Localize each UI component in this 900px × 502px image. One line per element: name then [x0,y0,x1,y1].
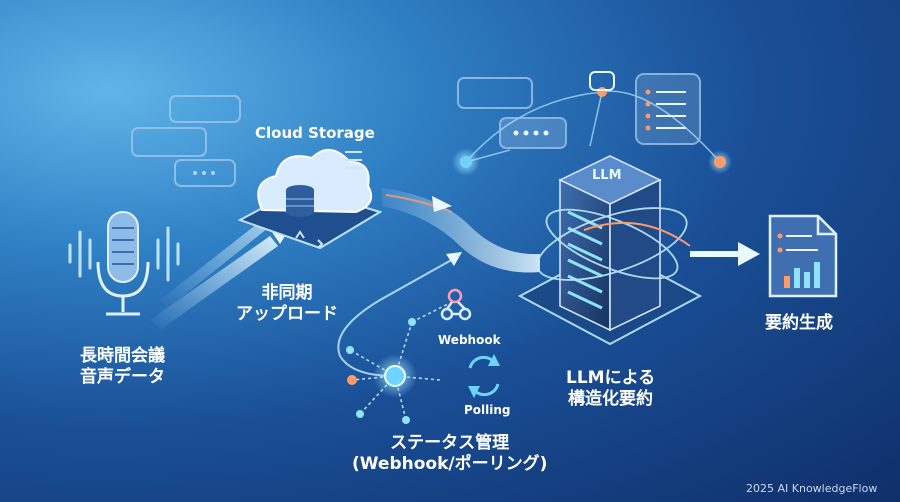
llm-summary-line1: LLMによる [566,368,656,388]
cloud-storage-label: Cloud Storage [255,124,375,142]
refresh-icon [468,354,500,398]
async-upload-line1: 非同期 [261,283,313,303]
server-badge-label: LLM [592,168,622,183]
summary-generation-label: 要約生成 [765,313,833,333]
database-icon [286,185,314,217]
llm-summary-line2: 構造化要約 [568,389,654,410]
document-icon [768,214,838,298]
status-management-line2: (Webhook/ポーリング) [352,454,548,475]
server-icon [517,155,703,346]
audio-data-line2: 音声データ [80,367,165,388]
webhook-label: Webhook [438,333,501,347]
footer-credit: 2025 AI KnowledgeFlow [746,482,878,495]
async-upload-label: 非同期 アップロード [236,283,338,326]
async-upload-line2: アップロード [236,304,338,325]
audio-data-label: 長時間会議 音声データ [80,346,165,389]
chat-bubble-icon [131,95,241,187]
webhook-icon [440,288,472,321]
status-management-label: ステータス管理 (Webhook/ポーリング) [352,433,547,476]
status-network [346,303,449,424]
audio-data-line1: 長時間会議 [80,346,165,366]
microphone-icon [68,211,180,316]
llm-summary-label: LLMによる 構造化要約 [566,368,655,411]
status-management-line1: ステータス管理 [390,433,510,453]
polling-label: Polling [464,403,511,417]
